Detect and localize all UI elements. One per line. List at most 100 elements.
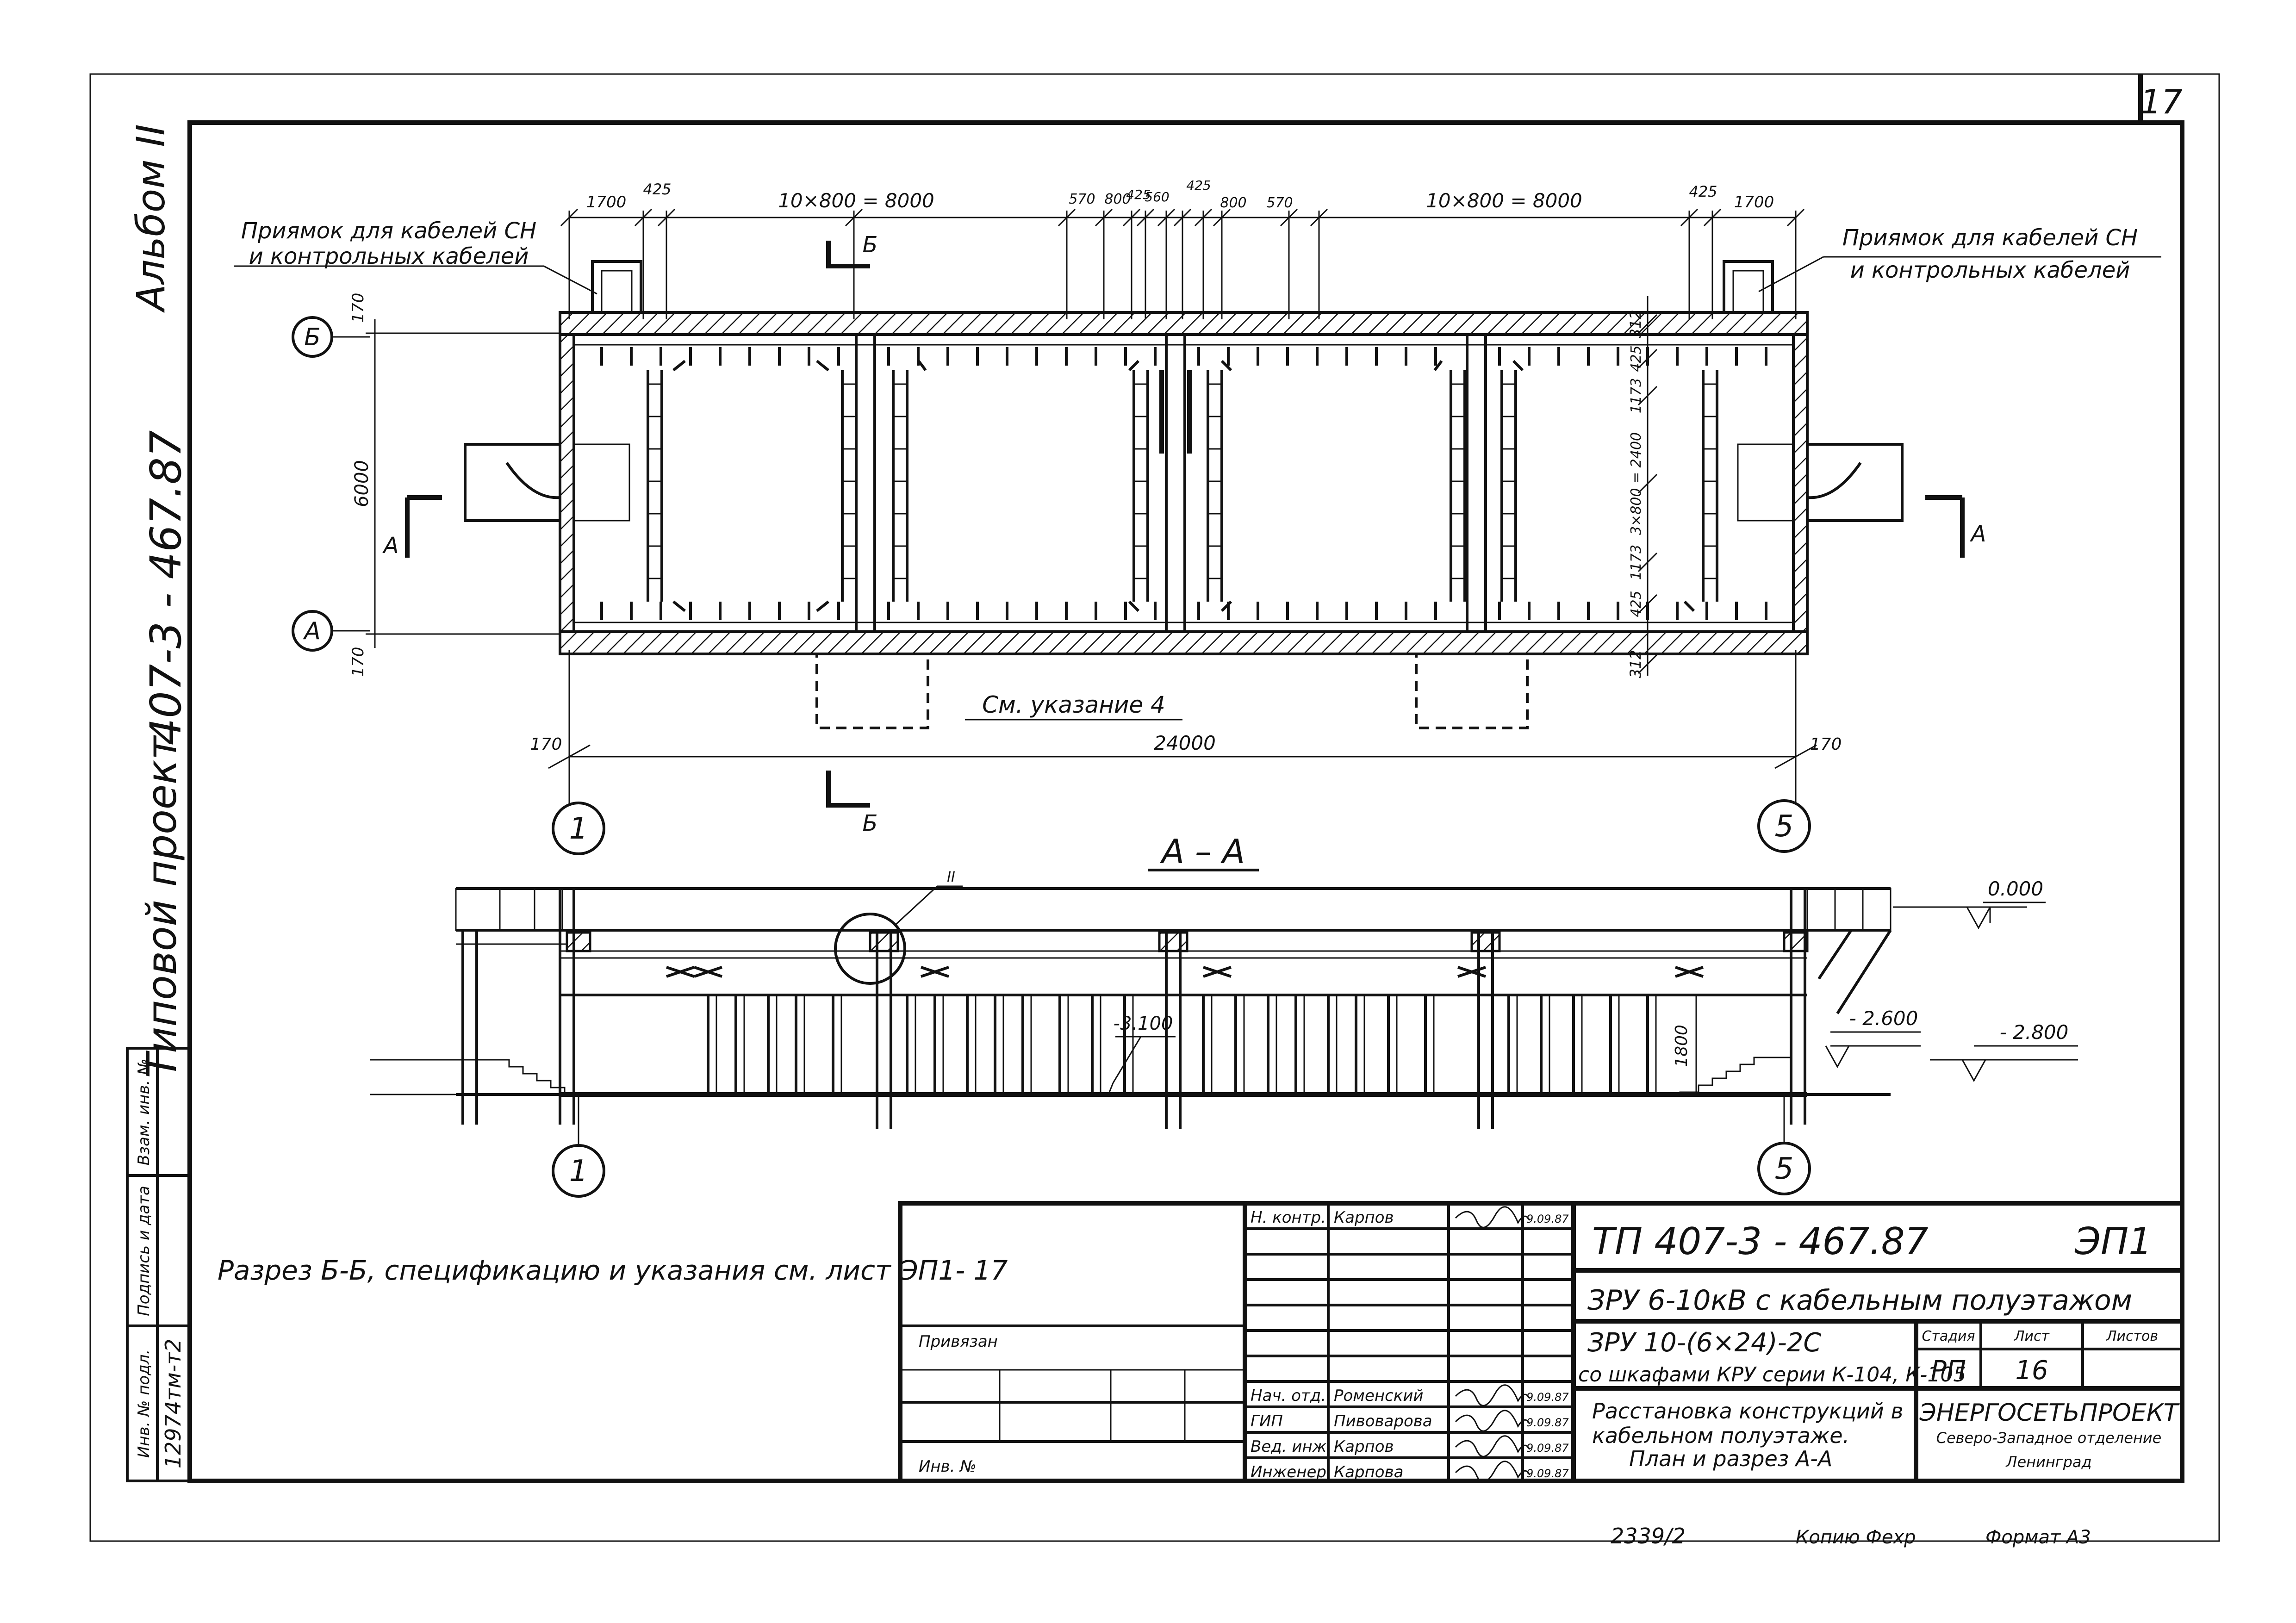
beam-section [1158,931,1188,952]
plan-wall-bottom [559,630,1809,655]
dim-tick [1637,314,1658,334]
dim-tick [1680,208,1699,227]
bracket [694,966,722,978]
role-label: Нач. отд. [1251,1387,1326,1405]
callout-left-line2: и контрольных кабелей [249,243,529,269]
section-title: А – А [1160,832,1245,871]
signature-scribble [1455,1461,1531,1483]
dim-top-label: 10×800 = 8000 [1426,189,1582,212]
stamp-sign-date: Подпись и дата [135,1186,153,1316]
footer-format: Формат А3 [1985,1527,2091,1548]
bottom-pit-left [815,653,929,729]
cable-pit-left [591,260,642,314]
beam-section [566,931,591,952]
callout-right-line2: и контрольных кабелей [1850,257,2130,283]
dim-top-label: 800 [1220,195,1246,211]
dim-left-top: 170 [349,293,367,323]
plan-wall-top [559,311,1809,336]
elevation-0: 0.000 [1988,877,2043,900]
bracket [1457,966,1486,978]
bracket [666,966,695,978]
dim-tick [1637,386,1658,406]
dim-tick [1786,208,1805,227]
inventory-label: Инв. № [919,1457,977,1476]
dim-top-label: 570 [1069,191,1095,207]
dim-tick [1310,208,1328,227]
role-label: ГИП [1251,1412,1283,1430]
dim-right-label: 1173 [1628,545,1644,580]
dim-right-label: 425 [1628,345,1644,372]
signature-scribble [1455,1384,1531,1406]
dim-tick [845,208,863,227]
role-name: Карпов [1334,1208,1394,1227]
signature-scribble [1455,1206,1531,1228]
bottom-pit-right [1415,653,1529,729]
dim-tick [1122,208,1141,227]
elevation-3100: -3.100 [1114,1013,1173,1034]
plan-shelf-marks [600,347,1767,620]
role-name: Карпова [1334,1463,1403,1481]
tb-stage-label: Стадия [1922,1328,1975,1344]
role-label: Вед. инж. [1251,1437,1332,1456]
tb-sheets-label: Листов [2106,1328,2158,1344]
tb-desc3: План и разрез А-А [1629,1446,1832,1471]
side-pit-left [464,443,561,522]
dim-tick [1136,208,1155,227]
ladder-brace [1433,360,1443,371]
dim-top-label: 1700 [1734,193,1774,211]
ladder-brace [917,360,927,371]
typical-project-label: Типовой проект [138,735,186,1078]
beam-section [1470,931,1501,952]
dim-tick [1280,208,1298,227]
cable-pit-right [1723,260,1774,314]
tb-title2: ЗРУ 10-(6×24)-2С [1587,1328,1822,1358]
bracket [1203,966,1232,978]
stamp-inv-original: Инв. № подл. [135,1349,153,1458]
dim-end-left: 170 [530,735,562,754]
dim-end-right: 170 [1810,735,1842,754]
footer-number: 2339/2 [1611,1524,1686,1548]
dim-tick [1637,473,1658,494]
dim-1800: 1800 [1672,1025,1691,1067]
section-stairs [463,1057,1791,1095]
role-name: Пивоварова [1334,1412,1432,1430]
section-a-left: А [382,533,399,559]
dim-tick [1637,552,1658,572]
callout-left-line1: Приямок для кабелей СН [241,218,536,244]
tb-stage: РП [1931,1356,1966,1386]
dim-tick [1213,208,1231,227]
ladder-brace [672,360,686,372]
margin-project-code: 407-3 - 467.87 [141,430,191,746]
dim-tick [1703,208,1722,227]
role-date: 9.09.87 [1526,1416,1569,1429]
sheet-number: 17 [2140,82,2183,121]
tb-desc2: кабельном полуэтаже. [1592,1423,1849,1448]
elevation-2800: - 2.800 [2000,1021,2069,1044]
dim-tick [560,208,579,227]
section-axis-5: 5 [1775,1152,1794,1186]
stamp-replace-inv: Взам. инв. № [135,1059,153,1166]
dim-left-mid: 6000 [351,460,373,507]
dim-tick [634,208,653,227]
dim-tick [1095,208,1113,227]
ladder-brace [816,600,829,612]
ladder-brace [1128,360,1140,372]
dim-tick [1173,208,1192,227]
top-dimension-ticks [560,208,1805,319]
footer-copy: Копию Фехр [1796,1527,1916,1548]
section-a-right: А [1970,521,1986,547]
beam-section [869,931,899,952]
stairs-left [463,1059,648,1095]
tb-project: ТП 407-3 - 467.87 [1592,1220,1929,1263]
detail-callout-label: II [947,869,955,885]
role-label: Н. контр. [1251,1208,1326,1227]
ladder-brace [1220,360,1232,372]
dim-total: 24000 [1154,732,1216,754]
dim-right-label: 425 [1628,591,1644,617]
role-date: 9.09.87 [1526,1213,1569,1225]
stairs-right [1679,1057,1791,1094]
section-columns [461,889,1809,1129]
detail-callout-circle [834,913,906,985]
